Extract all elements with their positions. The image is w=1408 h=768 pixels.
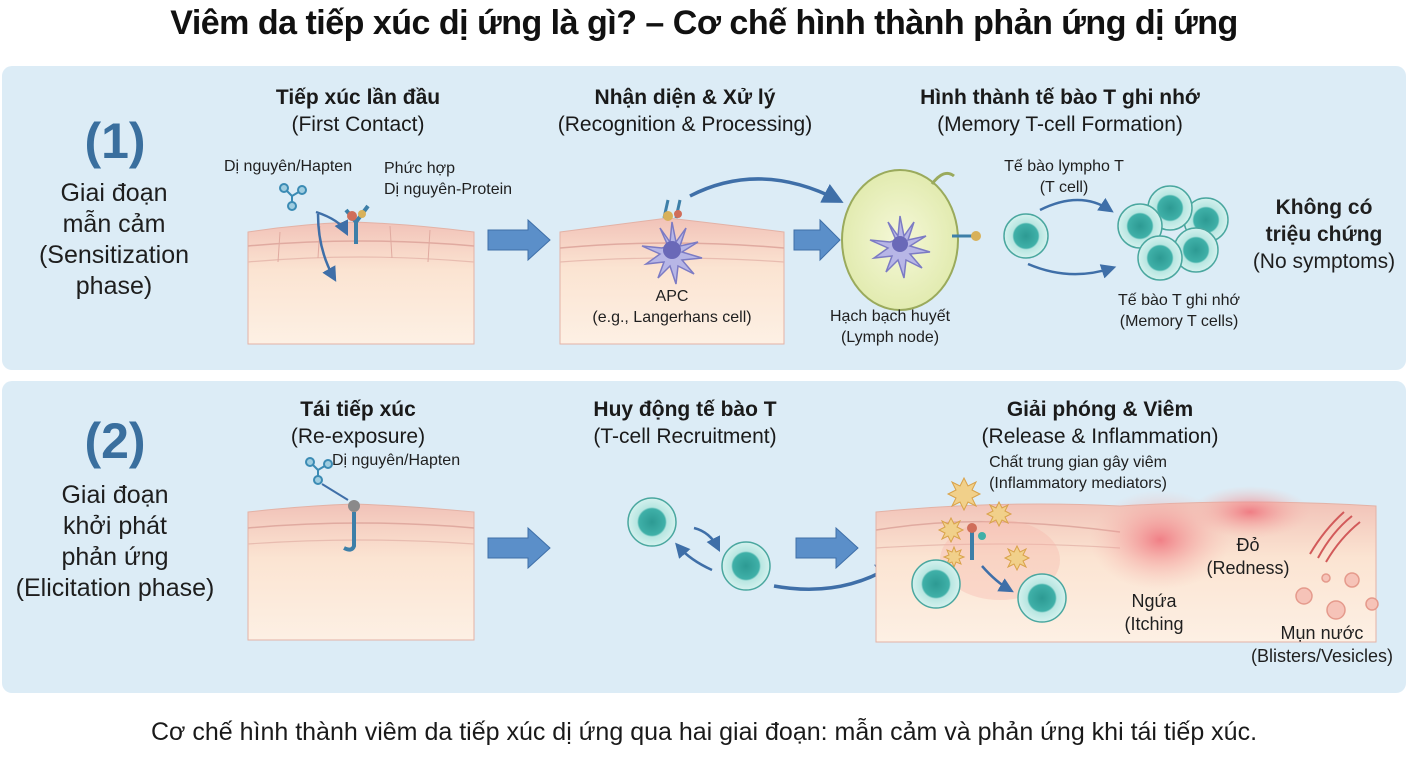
inflamed-skin-panel bbox=[875, 486, 1377, 643]
hapten-label-2: Dị nguyên/Hapten bbox=[332, 452, 461, 469]
activated-t-cell-icon-2 bbox=[1017, 573, 1067, 623]
phase-1-label: Giai đoạn mẫn cảm (Sensitization phase) bbox=[38, 179, 190, 300]
phase-2-number: (2) bbox=[84, 413, 146, 469]
complex-label: Phức hợp Dị nguyên-Protein bbox=[384, 160, 513, 198]
itching-label: Ngứa (Itching bbox=[1124, 591, 1184, 634]
memory-t-cells-cluster-icon bbox=[1117, 185, 1229, 281]
lymph-node-label: Hạch bạch huyết (Lymph node) bbox=[829, 308, 951, 346]
apc-label: APC (e.g., Langerhans cell) bbox=[592, 288, 752, 326]
flow-arrow-4 bbox=[795, 526, 859, 570]
blisters-label: Mụn nước (Blisters/Vesicles) bbox=[1250, 623, 1394, 666]
phase-2-label: Giai đoạn khởi phát phản ứng (Elicitatio… bbox=[15, 481, 215, 602]
flow-arrow-3 bbox=[487, 526, 551, 570]
scratch-marks-icon bbox=[1309, 511, 1361, 563]
memory-t-cells-label: Tế bào T ghi nhớ (Memory T cells) bbox=[1118, 292, 1240, 330]
redness-label: Đỏ (Redness) bbox=[1206, 535, 1290, 578]
figure-caption: Cơ chế hình thành viêm da tiếp xúc dị ứn… bbox=[150, 718, 1258, 746]
t-cell-label: Tế bào lympho T (T cell) bbox=[1004, 158, 1124, 196]
skin-panel-first-contact bbox=[247, 221, 475, 345]
mediators-label: Chất trung gian gây viêm (Inflammatory m… bbox=[989, 454, 1167, 492]
hapten-molecule-icon-2 bbox=[305, 457, 333, 485]
step-release-inflammation-heading: Giải phóng & Viêm (Release & Inflammatio… bbox=[981, 398, 1219, 448]
activated-t-cell-icon-1 bbox=[911, 559, 961, 609]
hapten-molecule-icon bbox=[279, 183, 307, 211]
flow-arrow-2 bbox=[793, 218, 841, 262]
phase-1-number: (1) bbox=[84, 113, 146, 169]
skin-panel-re-exposure bbox=[247, 503, 475, 641]
inflammatory-mediators-icon bbox=[937, 476, 1031, 572]
page-title: Viêm da tiếp xúc dị ứng là gì? – Cơ chế … bbox=[170, 4, 1238, 42]
apc-langerhans-cell-icon bbox=[641, 199, 703, 285]
recruited-t-cell-icon-1 bbox=[627, 497, 677, 547]
recruited-t-cell-icon-2 bbox=[721, 541, 771, 591]
step-memory-formation-heading: Hình thành tế bào T ghi nhớ (Memory T-ce… bbox=[920, 86, 1200, 136]
hapten-label: Dị nguyên/Hapten bbox=[224, 158, 353, 175]
flow-arrow-1 bbox=[487, 218, 551, 262]
step-first-contact-heading: Tiếp xúc lần đầu (First Contact) bbox=[275, 86, 441, 136]
blisters-icon bbox=[1295, 572, 1379, 620]
no-symptoms-label: Không có triệu chứng (No symptoms) bbox=[1252, 196, 1396, 273]
step-recognition-heading: Nhận diện & Xử lý (Recognition & Process… bbox=[557, 86, 813, 136]
step-re-exposure-heading: Tái tiếp xúc (Re-exposure) bbox=[290, 398, 426, 448]
allergen-protein-complex-icon bbox=[344, 204, 370, 244]
step-t-cell-recruitment-heading: Huy động tế bào T (T-cell Recruitment) bbox=[593, 398, 777, 448]
t-cell-icon bbox=[1003, 213, 1049, 259]
lymph-node-icon bbox=[841, 169, 981, 311]
